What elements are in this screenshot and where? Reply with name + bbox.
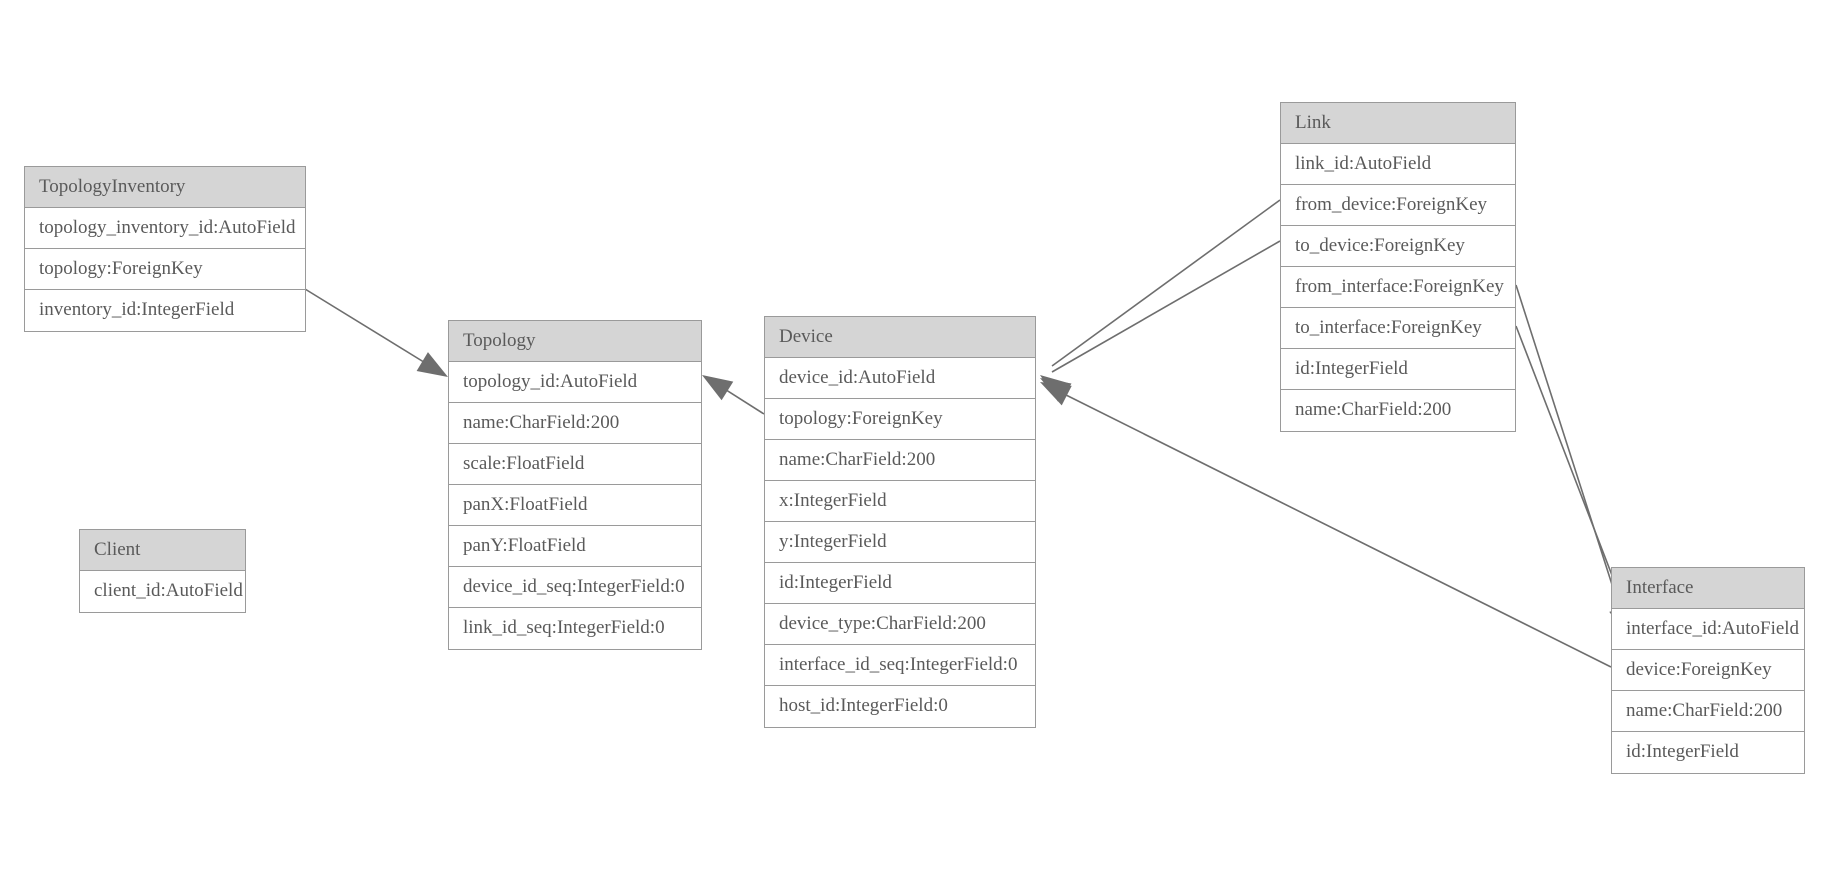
- entity-field: topology_id:AutoField: [449, 362, 701, 403]
- entity-field: from_interface:ForeignKey: [1281, 267, 1515, 308]
- entity-field: name:CharField:200: [1281, 390, 1515, 431]
- relationship-line: [1051, 240, 1281, 373]
- entity-field: topology_inventory_id:AutoField: [25, 208, 305, 249]
- relationship-line: [711, 380, 765, 415]
- entity-field: device_id_seq:IntegerField:0: [449, 567, 701, 608]
- entity-field: panX:FloatField: [449, 485, 701, 526]
- entity-title-topology: Topology: [449, 321, 701, 362]
- entity-field: interface_id_seq:IntegerField:0: [765, 645, 1035, 686]
- entity-field: from_device:ForeignKey: [1281, 185, 1515, 226]
- entity-title-topology_inventory: TopologyInventory: [25, 167, 305, 208]
- entity-field: to_interface:ForeignKey: [1281, 308, 1515, 349]
- relationship-arrowhead: [1040, 382, 1072, 406]
- relationship-line: [1515, 284, 1625, 623]
- relationship-arrowhead: [1040, 378, 1072, 403]
- entity-field: id:IntegerField: [1281, 349, 1515, 390]
- entity-field: id:IntegerField: [1612, 732, 1804, 773]
- entity-field: name:CharField:200: [1612, 691, 1804, 732]
- rel-link-fromdevice: [1040, 199, 1281, 402]
- entity-title-device: Device: [765, 317, 1035, 358]
- entity-field: link_id:AutoField: [1281, 144, 1515, 185]
- entity-field: client_id:AutoField: [80, 571, 245, 612]
- relationship-line: [1051, 199, 1281, 367]
- entity-field: device_type:CharField:200: [765, 604, 1035, 645]
- rel-device-topology: [702, 375, 765, 415]
- entity-field: name:CharField:200: [765, 440, 1035, 481]
- entity-field: y:IntegerField: [765, 522, 1035, 563]
- entity-field: device:ForeignKey: [1612, 650, 1804, 691]
- entity-field: device_id:AutoField: [765, 358, 1035, 399]
- entity-field: id:IntegerField: [765, 563, 1035, 604]
- entity-field: scale:FloatField: [449, 444, 701, 485]
- entity-title-link: Link: [1281, 103, 1515, 144]
- rel-topologyinventory-topology: [304, 288, 448, 377]
- entity-field: host_id:IntegerField:0: [765, 686, 1035, 727]
- entity-field: topology:ForeignKey: [765, 399, 1035, 440]
- entity-field: inventory_id:IntegerField: [25, 290, 305, 331]
- entity-field: link_id_seq:IntegerField:0: [449, 608, 701, 649]
- entity-field: name:CharField:200: [449, 403, 701, 444]
- rel-link-todevice: [1040, 240, 1281, 403]
- entity-field: topology:ForeignKey: [25, 249, 305, 290]
- entity-field: interface_id:AutoField: [1612, 609, 1804, 650]
- entity-field: x:IntegerField: [765, 481, 1035, 522]
- entity-title-interface: Interface: [1612, 568, 1804, 609]
- entity-field: panY:FloatField: [449, 526, 701, 567]
- relationship-arrowhead: [1040, 375, 1071, 402]
- entity-title-client: Client: [80, 530, 245, 571]
- entity-field: to_device:ForeignKey: [1281, 226, 1515, 267]
- relationship-line: [304, 288, 441, 373]
